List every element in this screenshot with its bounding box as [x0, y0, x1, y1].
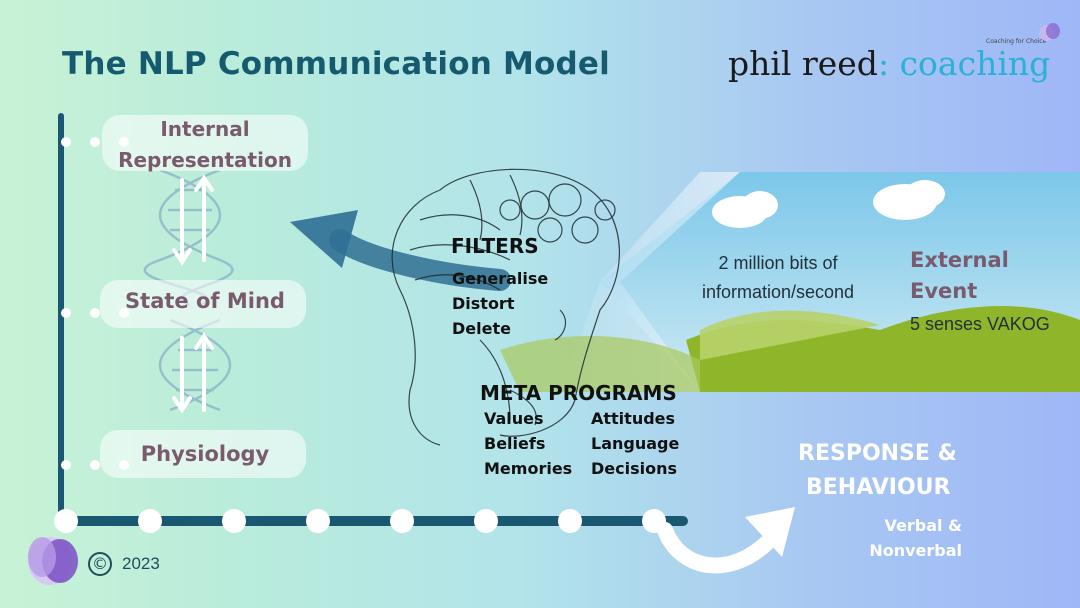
- meta-item: Memories: [484, 459, 573, 478]
- physiology-label: Physiology: [140, 442, 270, 466]
- response-sub2: Nonverbal: [869, 541, 962, 560]
- state-of-mind-label: State of Mind: [125, 289, 285, 313]
- filter-item: Distort: [452, 294, 515, 313]
- meta-item: Decisions: [591, 459, 678, 478]
- meta-item: Attitudes: [591, 409, 676, 428]
- response-sub1: Verbal &: [884, 516, 962, 535]
- info-line2: information/second: [701, 282, 855, 302]
- info-line1: 2 million bits of: [718, 253, 838, 273]
- brand-mark-icon: [1039, 23, 1060, 41]
- internal-line1: Internal: [160, 117, 250, 141]
- verbal-nonverbal-label: Verbal & Nonverbal: [860, 513, 962, 563]
- physiology-pill: [100, 430, 306, 478]
- dna-helix-icon: [143, 170, 234, 414]
- external-event-label: External Event: [910, 245, 1009, 307]
- meta-programs-col2: Attitudes Language Decisions: [591, 406, 679, 481]
- meta-programs-col1: Values Beliefs Memories: [484, 406, 572, 481]
- senses-text: 5 senses VAKOG: [910, 314, 1050, 334]
- brand-suffix: coaching: [899, 44, 1051, 83]
- brand-logo-text: phil reed: coaching: [728, 44, 1050, 83]
- filter-item: Delete: [452, 319, 511, 338]
- page-title: The NLP Communication Model: [62, 46, 610, 82]
- meta-programs-title: META PROGRAMS: [480, 381, 677, 405]
- response-line2: BEHAVIOUR: [806, 475, 951, 500]
- response-line1: RESPONSE &: [798, 441, 957, 466]
- meta-item: Beliefs: [484, 434, 546, 453]
- coaching-logo-icon: [28, 537, 78, 585]
- copyright-year: 2023: [122, 554, 160, 573]
- internal-representation-pill: [102, 115, 308, 171]
- brand-separator: :: [877, 44, 890, 83]
- meta-item: Values: [484, 409, 544, 428]
- information-rate-text: 2 million bits of information/second: [690, 249, 866, 307]
- filter-arrow-icon: [290, 210, 510, 291]
- brand-tagline: Coaching for Choice: [986, 38, 1047, 45]
- event-line1: External: [910, 248, 1009, 272]
- meta-item: Language: [591, 434, 680, 453]
- brand-name: phil reed: [728, 44, 878, 83]
- internal-line2: Representation: [118, 148, 292, 172]
- copyright-icon: ©: [88, 552, 112, 576]
- response-curved-arrow-icon: [657, 507, 795, 574]
- head-line-drawing-icon: [391, 168, 620, 446]
- event-line2: Event: [910, 279, 978, 303]
- filter-item: Generalise: [452, 269, 549, 288]
- filters-list: Generalise Distort Delete: [452, 266, 548, 341]
- internal-representation-label: Internal Representation: [92, 114, 318, 176]
- state-of-mind-pill: [100, 280, 306, 328]
- filters-title: FILTERS: [451, 234, 539, 258]
- response-behaviour-label: RESPONSE & BEHAVIOUR: [798, 437, 957, 505]
